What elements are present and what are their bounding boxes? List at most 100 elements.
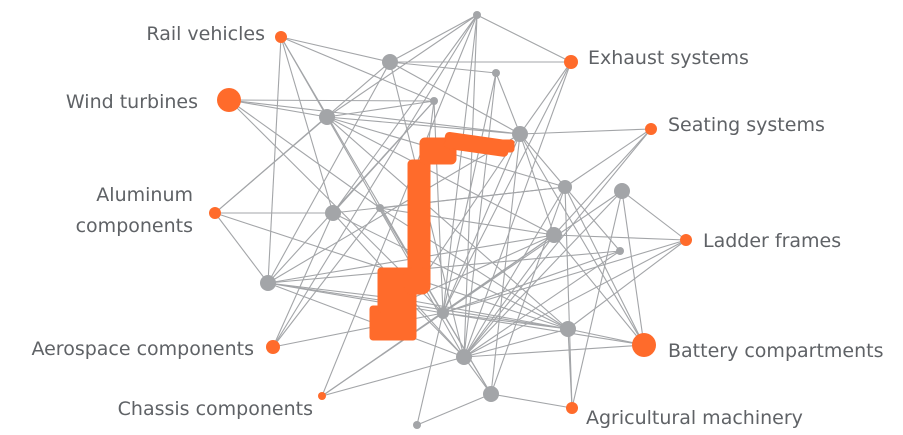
network-edge	[463, 250, 621, 358]
application-label-seating: Seating systems	[668, 114, 825, 136]
application-label-line: Wind turbines	[66, 91, 198, 113]
network-edge	[228, 99, 381, 209]
network-edge	[463, 186, 566, 358]
network-edges	[214, 14, 687, 426]
hub-node	[560, 321, 576, 337]
application-label-line: Chassis components	[118, 398, 313, 420]
network-edge	[407, 234, 555, 301]
network-edge	[442, 14, 478, 314]
hub-node	[512, 126, 528, 142]
network-edge	[621, 190, 687, 241]
network-edge	[571, 190, 623, 409]
hub-node	[260, 275, 276, 291]
network-edge	[490, 133, 521, 395]
network-edge	[389, 61, 521, 135]
network-edge	[321, 312, 444, 397]
network-edge	[407, 299, 569, 330]
hub-node	[492, 69, 500, 77]
network-edge	[519, 61, 572, 135]
application-label-line: Aerospace components	[31, 338, 254, 360]
network-edge	[463, 344, 645, 358]
network-edge	[267, 36, 282, 284]
network-edge	[442, 61, 572, 314]
network-edge	[214, 61, 391, 214]
application-node-aluminum	[209, 207, 221, 219]
hub-node	[437, 307, 449, 319]
application-label-agri: Agricultural machinery	[586, 407, 803, 429]
network-edge	[326, 116, 569, 330]
network-edge	[267, 282, 569, 330]
network-edge	[442, 312, 645, 346]
application-label-ladder: Ladder frames	[703, 230, 841, 252]
industrial-robot-arm-icon	[369, 132, 515, 341]
hub-node	[558, 180, 572, 194]
application-node-seating	[645, 123, 657, 135]
hub-node	[483, 386, 499, 402]
hub-node	[319, 109, 335, 125]
network-edge	[490, 393, 573, 409]
network-edge	[567, 328, 645, 346]
application-label-exhaust: Exhaust systems	[588, 47, 749, 69]
network-edge	[214, 212, 269, 284]
network-edge	[272, 14, 478, 348]
network-edge	[332, 14, 478, 214]
application-nodes	[209, 31, 692, 414]
application-label-line: Exhaust systems	[588, 47, 749, 69]
application-node-aerospace	[266, 340, 280, 354]
application-node-wind	[217, 88, 241, 112]
hub-node	[456, 349, 472, 365]
network-edge	[267, 61, 391, 284]
network-edge	[228, 99, 521, 135]
network-edge	[564, 186, 573, 409]
network-edge	[463, 61, 572, 358]
network-edge	[326, 116, 521, 135]
network-edge	[553, 234, 687, 241]
network-edge	[564, 128, 652, 188]
hub-node	[382, 54, 398, 70]
network-edge	[442, 72, 497, 314]
network-edge	[267, 282, 465, 358]
network-edge	[567, 239, 687, 330]
network-edge	[519, 133, 555, 236]
application-node-ladder	[680, 234, 692, 246]
network-edge	[326, 116, 555, 236]
network-edge	[463, 239, 687, 358]
network-edge	[567, 328, 573, 409]
hub-node	[376, 204, 384, 212]
application-label-chassis: Chassis components	[118, 398, 313, 420]
network-edge	[267, 133, 521, 284]
application-label-line: Seating systems	[668, 114, 825, 136]
network-edge	[280, 36, 435, 102]
network-edge	[442, 312, 569, 330]
network-edge	[553, 128, 652, 236]
application-label-line: Ladder frames	[703, 230, 841, 252]
application-label-wind: Wind turbines	[66, 91, 198, 113]
robot-wrist	[497, 139, 515, 153]
network-edge	[519, 133, 566, 188]
application-node-exhaust	[564, 55, 578, 69]
network-edge	[267, 100, 435, 284]
network-edge	[519, 128, 652, 135]
network-edge	[463, 128, 652, 358]
hub-node	[616, 247, 624, 255]
network-edge	[326, 100, 435, 118]
network-edge	[407, 299, 465, 358]
application-label-line: Agricultural machinery	[586, 407, 803, 429]
hub-node	[473, 11, 481, 19]
network-edge	[463, 328, 569, 358]
network-edge	[442, 250, 621, 314]
network-edge	[280, 36, 334, 214]
application-label-line: Aluminum	[96, 184, 193, 206]
application-label-line: Battery compartments	[668, 340, 884, 362]
network-edge	[463, 190, 623, 358]
network-edge	[389, 14, 478, 63]
hub-node	[413, 421, 421, 429]
network-edge	[228, 99, 328, 118]
hub-node	[430, 97, 438, 105]
application-node-rail	[275, 31, 287, 43]
network-edge	[228, 99, 435, 102]
network-edge	[332, 186, 566, 214]
